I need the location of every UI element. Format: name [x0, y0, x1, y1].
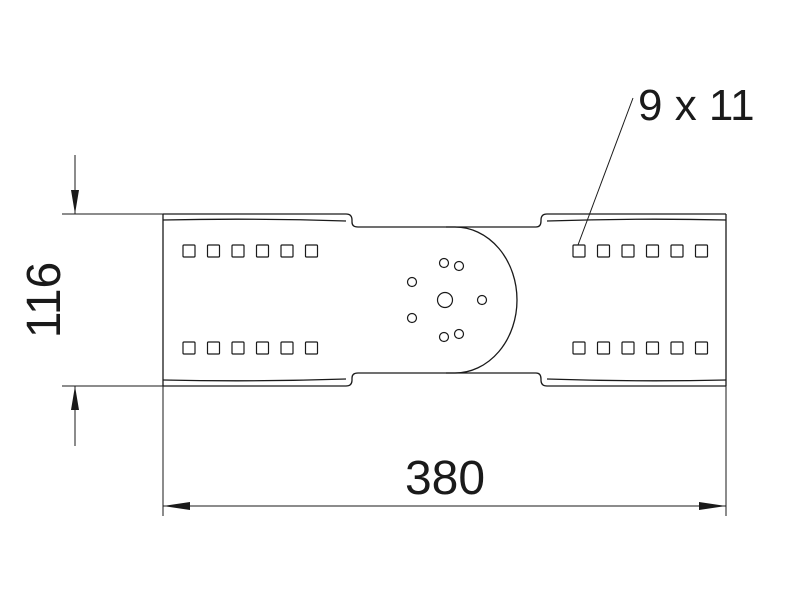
height-dimension: 116	[18, 155, 163, 446]
width-dimension: 380	[162, 386, 727, 516]
slot-row-right-bottom-slot	[596, 341, 611, 355]
height-arrow-bottom	[71, 386, 79, 410]
slot-row-left-bottom-slot	[255, 341, 270, 355]
slot-row-left-bottom-slot	[206, 341, 221, 355]
hole-bottom-left	[438, 331, 450, 343]
slot-row-right-top-slot	[596, 244, 611, 258]
height-arrow-top	[71, 190, 79, 214]
slot-row-left-bottom-slot	[280, 341, 294, 355]
slot-row-left-bottom-slot	[231, 341, 245, 355]
height-dimension-label: 116	[18, 262, 71, 339]
slot-row-left-top-slot	[231, 244, 245, 258]
slot-row-right-top-slot	[694, 244, 709, 258]
hole-left-upper	[406, 276, 418, 288]
slot-row-left-top-slot	[304, 244, 319, 258]
slot-row-right-top-slot	[670, 244, 684, 258]
slot-size-label: 9 x 11	[638, 81, 755, 130]
hole-top-right	[453, 260, 465, 272]
slot-row-left-top-slot	[255, 244, 270, 258]
slot-row-left-bottom-slot	[304, 341, 319, 355]
slot-size-callout: 9 x 11	[577, 81, 755, 246]
slot-row-left-top-slot	[206, 244, 221, 258]
width-dimension-label: 380	[405, 452, 485, 505]
slot-row-right-bottom-slot	[694, 341, 709, 355]
center-hole-pattern	[406, 257, 488, 343]
slot-row-right-top-slot	[645, 244, 660, 258]
width-arrow-left	[163, 502, 190, 510]
slot-rows	[182, 244, 709, 355]
hole-top-left	[438, 257, 450, 269]
slot-row-right-bottom-slot	[572, 341, 586, 355]
slot-row-left-top-slot	[280, 244, 294, 258]
center-hole	[436, 291, 454, 309]
slot-row-left-top-slot	[182, 244, 196, 258]
hole-right	[476, 294, 488, 306]
slot-row-right-top-slot	[572, 244, 586, 258]
part-outline	[162, 213, 727, 387]
hole-left-lower	[406, 312, 418, 324]
hole-bottom-right	[453, 328, 465, 340]
slot-row-left-bottom-slot	[182, 341, 196, 355]
center-tongue-outline	[446, 226, 518, 374]
slot-row-right-bottom-slot	[621, 341, 635, 355]
slot-row-right-bottom-slot	[645, 341, 660, 355]
slot-row-right-bottom-slot	[670, 341, 684, 355]
width-arrow-right	[699, 502, 726, 510]
slot-row-right-top-slot	[621, 244, 635, 258]
